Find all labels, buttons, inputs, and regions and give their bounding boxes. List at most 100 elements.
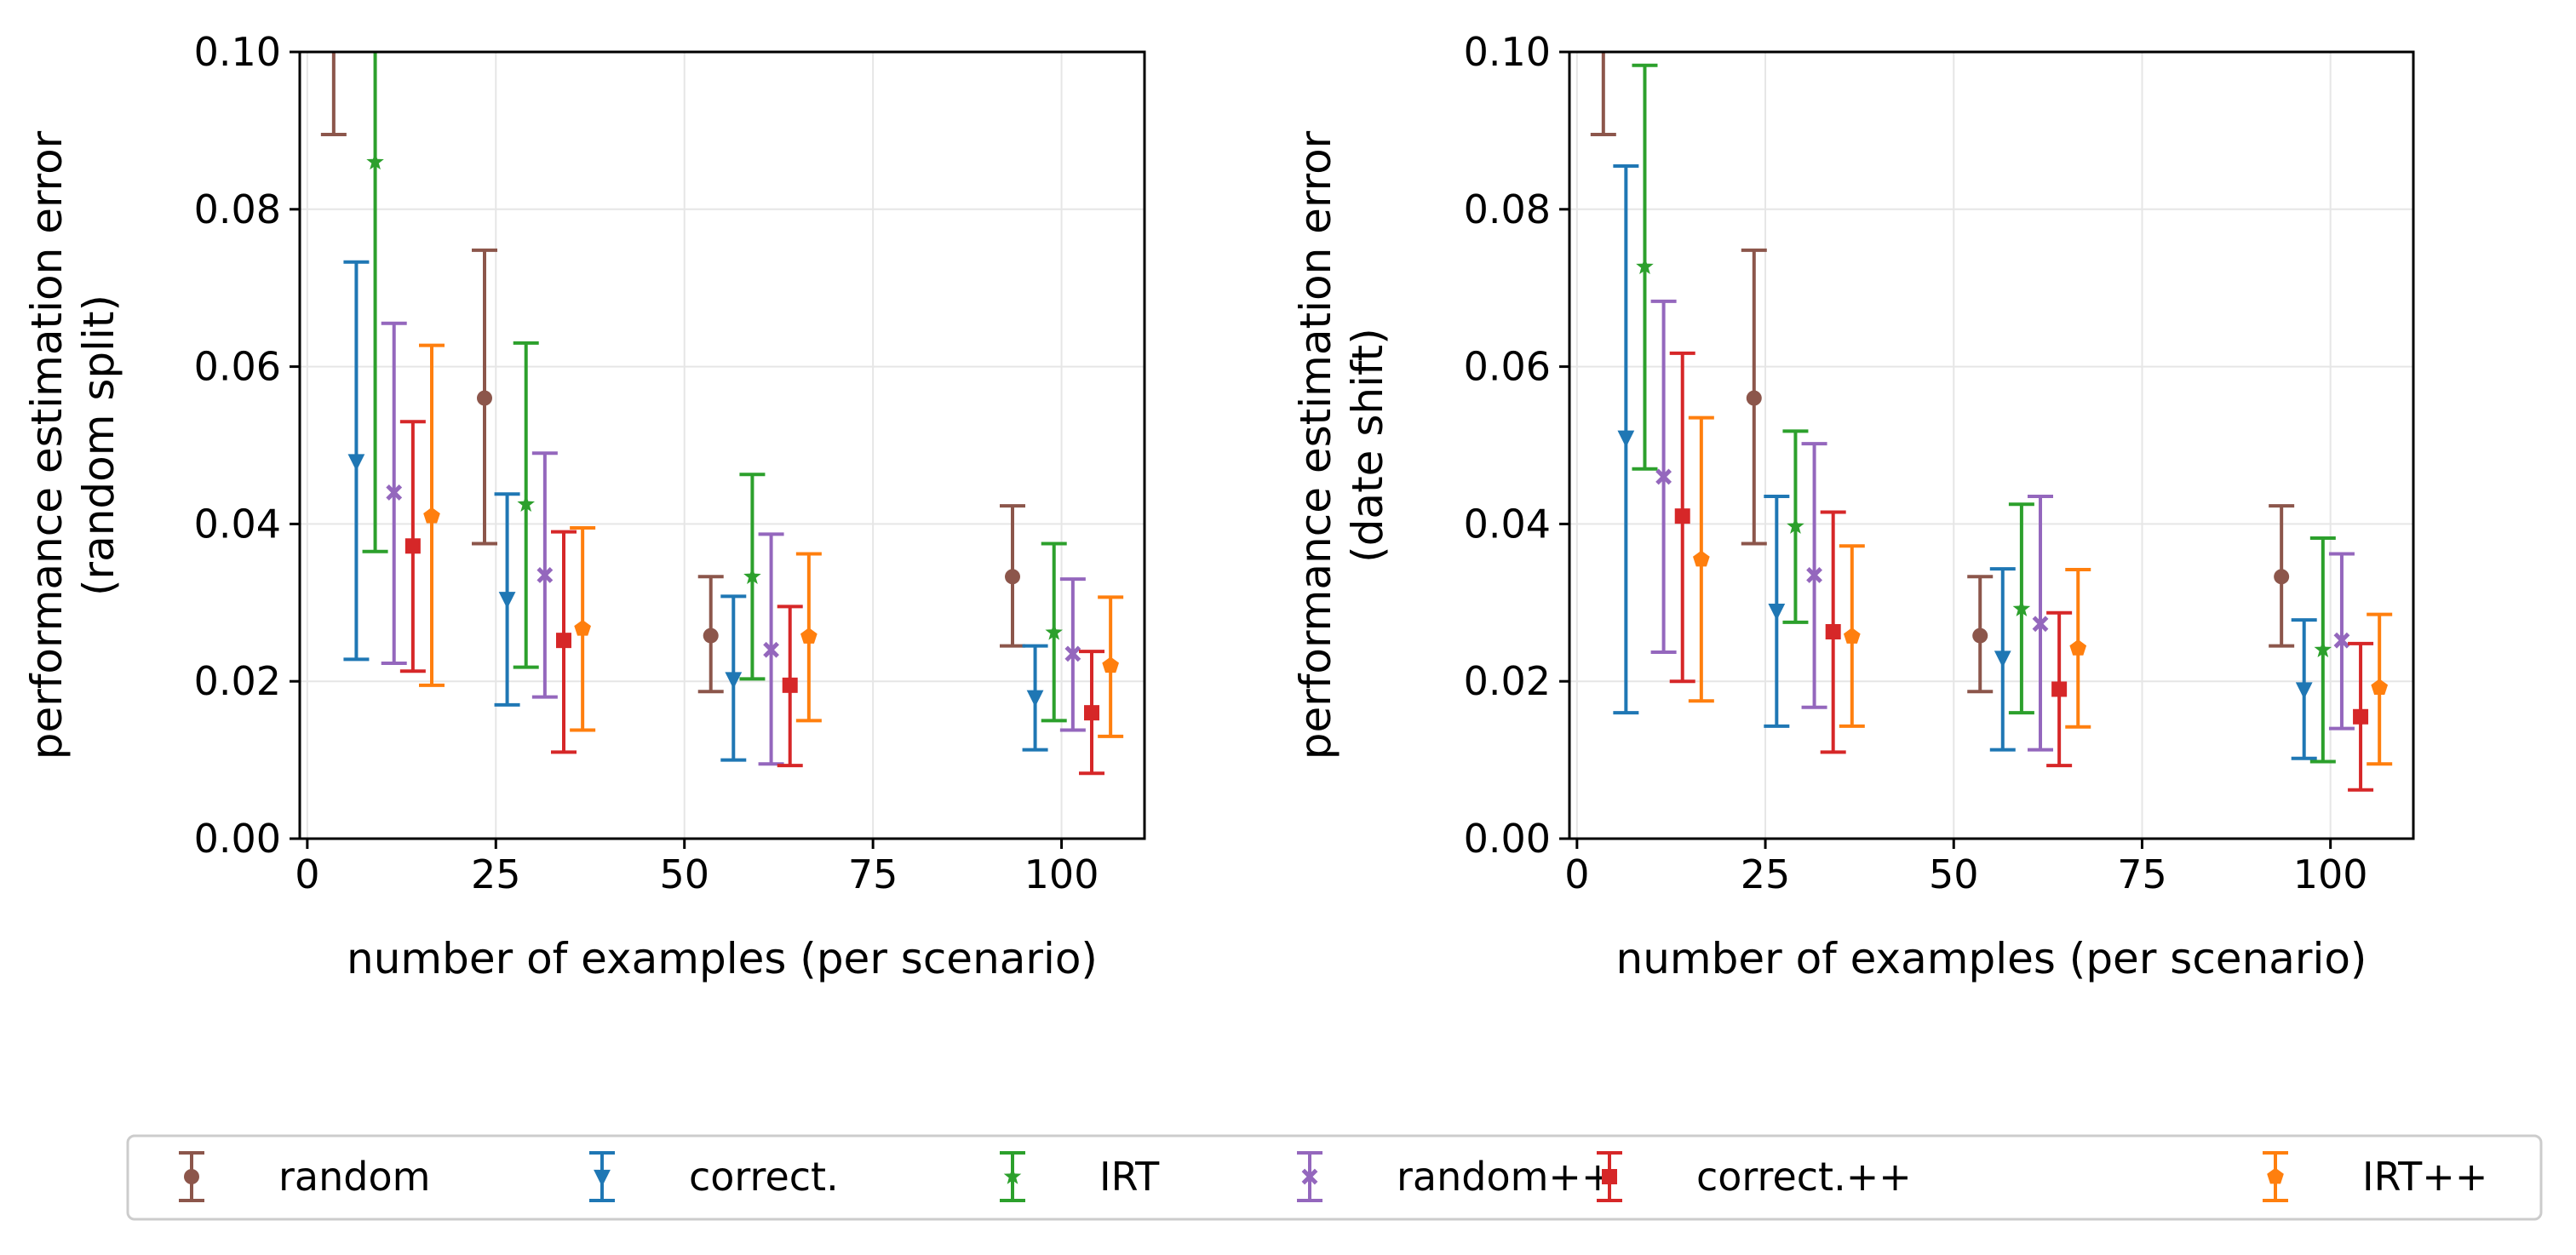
y-tick-label: 0.04: [194, 501, 281, 547]
data-point: [1026, 690, 1044, 708]
y-tick-label: 0.00: [194, 816, 281, 862]
y-axis-label-line-1: performance estimation error: [22, 130, 72, 759]
data-point: [725, 672, 743, 690]
errorbar: [1590, 52, 1616, 137]
y-axis-label-line-1: performance estimation error: [1291, 130, 1340, 759]
data-point: [1787, 517, 1804, 534]
legend-label: random++: [1397, 1154, 1615, 1200]
series-correct.++: [1669, 351, 2374, 792]
legend-entry-IRT: IRT: [1000, 1151, 1160, 1202]
plot-area: [320, 52, 1124, 776]
y-tick-label: 0.02: [194, 658, 281, 704]
axes-frame: [1568, 50, 2415, 840]
data-point: [1617, 430, 1635, 448]
data-point: [1674, 508, 1690, 524]
legend-entry-correct.: correct.: [589, 1151, 839, 1202]
legend-marker: [1003, 1167, 1022, 1184]
data-point: [2274, 569, 2290, 585]
data-point: [2371, 679, 2389, 695]
series-random++: [1650, 299, 2355, 752]
data-point: [2051, 681, 2068, 697]
series-IRT: [1632, 63, 2336, 764]
x-tick-label: 75: [2117, 851, 2167, 897]
series-IRT++: [1688, 415, 2393, 766]
series-IRT++: [419, 343, 1124, 738]
series-random: [1590, 52, 2295, 694]
legend-entry-random: random: [179, 1151, 430, 1202]
data-point: [574, 619, 591, 636]
data-point: [2069, 639, 2087, 656]
legend-label: IRT: [1099, 1154, 1160, 1200]
legend-entry-random++: random++: [1297, 1151, 1615, 1202]
y-tick-label: 0.08: [194, 186, 281, 232]
data-point: [1045, 623, 1063, 640]
data-point: [1746, 390, 1762, 406]
data-point: [1994, 650, 2011, 668]
data-point: [1768, 603, 1786, 621]
y-tick-label: 0.06: [1464, 344, 1551, 390]
y-tick-label: 0.06: [194, 344, 281, 390]
data-point: [517, 495, 535, 513]
data-point: [2333, 632, 2350, 649]
data-point: [498, 592, 516, 609]
series-IRT: [362, 52, 1067, 723]
chart-random-split: 0 25 50 75 100 0.00 0.02 0.04 0.06 0.08 0.10 number…: [22, 29, 1146, 983]
data-point: [404, 538, 421, 554]
x-tick-label: 50: [659, 851, 709, 897]
legend-label: IRT++: [2362, 1154, 2487, 1200]
legend-entry-correct.++: correct.++: [1597, 1151, 1912, 1202]
legend: random correct. IRT random++correct.++ IRT++: [126, 1134, 2543, 1221]
x-tick-label: 50: [1929, 851, 1979, 897]
data-point: [1005, 569, 1020, 585]
series-correct.++: [399, 420, 1104, 776]
data-point: [477, 390, 492, 406]
x-tick-label: 25: [1741, 851, 1791, 897]
data-point: [2353, 708, 2369, 725]
data-point: [782, 677, 798, 693]
data-point: [2314, 640, 2332, 657]
data-point: [423, 507, 440, 524]
legend-label: random: [278, 1154, 430, 1200]
errorbar: [320, 52, 347, 137]
data-point: [800, 628, 818, 644]
data-point: [1064, 645, 1081, 662]
x-tick-label: 100: [1024, 851, 1099, 897]
y-tick-label: 0.02: [1464, 658, 1551, 704]
x-axis-label: number of examples (per scenario): [347, 934, 1098, 983]
y-tick-label: 0.04: [1464, 501, 1551, 547]
data-point: [1843, 628, 1861, 644]
y-axis-label-line-2: (date shift): [1343, 328, 1392, 563]
data-point: [2295, 682, 2313, 700]
data-point: [556, 633, 571, 649]
data-point: [1693, 550, 1710, 567]
data-point: [1636, 257, 1654, 274]
y-tick-label: 0.00: [1464, 816, 1551, 862]
x-tick-label: 25: [471, 851, 521, 897]
x-tick-label: 0: [295, 851, 319, 897]
data-point: [2012, 599, 2031, 616]
data-point: [743, 567, 761, 585]
data-point: [763, 641, 779, 658]
data-point: [1084, 705, 1099, 721]
x-tick-label: 100: [2293, 851, 2368, 897]
series-correct.: [1613, 163, 2317, 760]
series-random++: [381, 321, 1086, 766]
series-random: [320, 52, 1025, 694]
data-point: [2032, 616, 2049, 633]
legend-frame: [126, 1134, 2543, 1221]
y-axis-label-line-2: (random split): [74, 295, 123, 596]
data-point: [1102, 656, 1119, 673]
data-point: [1972, 628, 1988, 644]
data-point: [366, 152, 384, 170]
x-tick-label: 75: [848, 851, 898, 897]
axes-frame: [298, 50, 1146, 840]
y-tick-label: 0.08: [1464, 186, 1551, 232]
y-tick-label: 0.10: [194, 29, 281, 75]
y-tick-label: 0.10: [1464, 29, 1551, 75]
x-axis-label: number of examples (per scenario): [1616, 934, 2367, 983]
legend-marker: [184, 1169, 199, 1184]
plot-area: [1590, 52, 2393, 792]
